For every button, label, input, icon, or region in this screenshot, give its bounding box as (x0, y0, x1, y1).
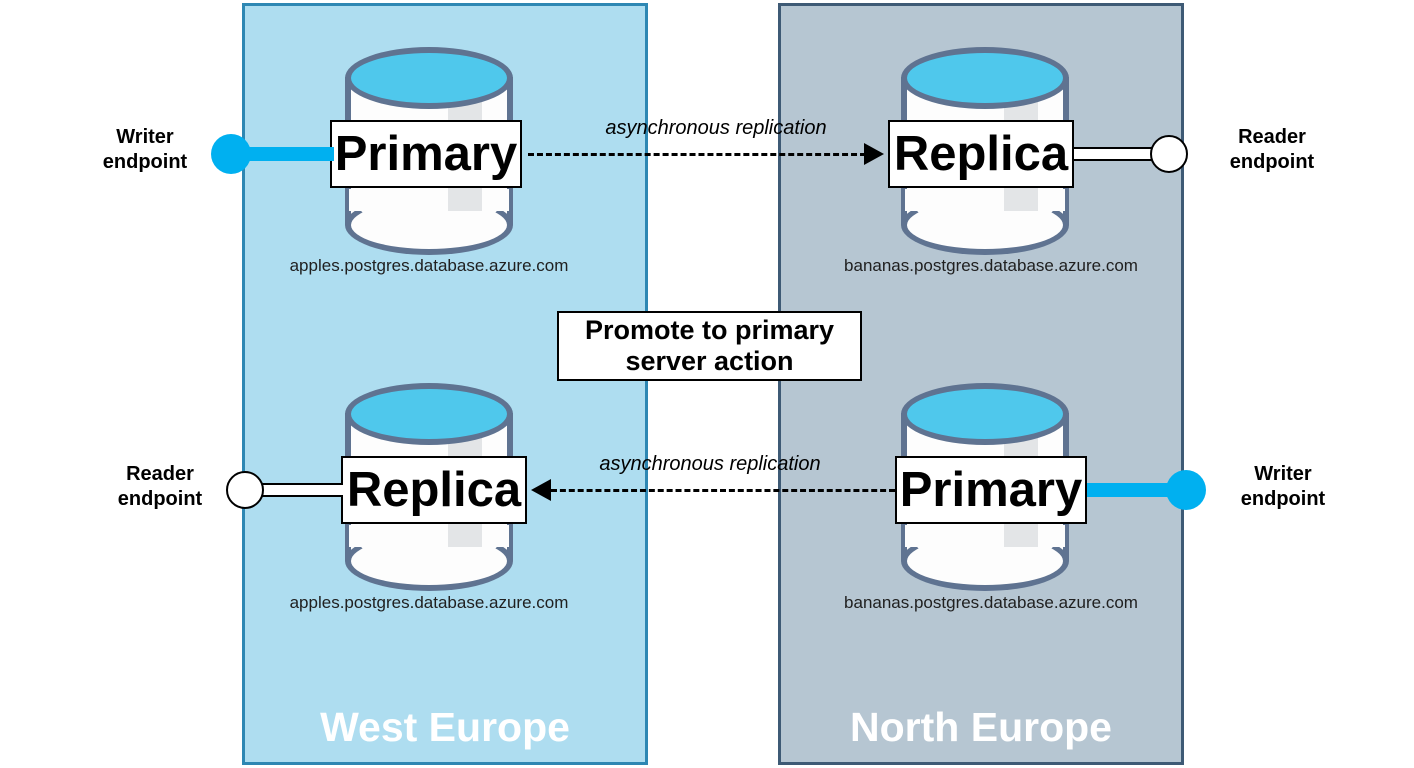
writer-endpoint-dot-north-bottom[interactable] (1166, 470, 1206, 510)
promote-action-line2: server action (625, 346, 794, 376)
role-box-west-bottom[interactable]: Replica (341, 456, 527, 524)
reader-endpoint-dot-west-bottom[interactable] (226, 471, 264, 509)
cylinder-bottom-cover (905, 525, 1065, 547)
promote-action-line1: Promote to primary (584, 314, 835, 345)
endpoint-label-line2: endpoint (102, 151, 188, 173)
endpoint-label-reader-north-top: Reader endpoint (1202, 125, 1342, 175)
endpoint-label-writer-west-top: Writer endpoint (80, 125, 210, 175)
cylinder-top-ellipse (345, 383, 513, 445)
cylinder-bottom-cover-shading (1004, 525, 1038, 547)
replication-label-bottom: asynchronous replication (599, 453, 821, 475)
cylinder-bottom-cover (349, 525, 509, 547)
cylinder-top-ellipse (901, 47, 1069, 109)
replication-arrowhead-left-icon (531, 479, 551, 501)
role-box-north-top[interactable]: Replica (888, 120, 1074, 188)
writer-connector-north-bottom (1087, 483, 1185, 497)
hostname-north-bottom: bananas.postgres.database.azure.com (844, 593, 1138, 612)
endpoint-label-line1: Writer (116, 126, 174, 148)
endpoint-label-reader-west-bottom: Reader endpoint (90, 462, 230, 512)
role-box-north-bottom[interactable]: Primary (895, 456, 1087, 524)
endpoint-label-line2: endpoint (117, 488, 203, 510)
promote-to-primary-action-box[interactable]: Promote to primary server action (557, 311, 862, 381)
cylinder-bottom-cover (905, 189, 1065, 211)
role-box-west-top[interactable]: Primary (330, 120, 522, 188)
region-label-north-europe: North Europe (850, 704, 1112, 750)
replication-arrowhead-right-icon (864, 143, 884, 165)
reader-endpoint-dot-north-top[interactable] (1150, 135, 1188, 173)
hostname-west-bottom: apples.postgres.database.azure.com (289, 593, 569, 612)
endpoint-label-line1: Reader (1238, 126, 1306, 148)
writer-endpoint-dot-west-top[interactable] (211, 134, 251, 174)
cylinder-top-ellipse (901, 383, 1069, 445)
database-cylinder-west-top (345, 47, 513, 255)
writer-connector-west-top (236, 147, 334, 161)
hostname-west-top: apples.postgres.database.azure.com (289, 256, 569, 275)
reader-connector-west-bottom (250, 483, 343, 497)
cylinder-bottom-cover (349, 189, 509, 211)
replication-line-bottom (551, 489, 895, 492)
endpoint-label-line2: endpoint (1240, 488, 1326, 510)
endpoint-label-line2: endpoint (1229, 151, 1315, 173)
cylinder-bottom-cover-shading (1004, 189, 1038, 211)
endpoint-label-line1: Reader (126, 463, 194, 485)
replication-line-top (528, 153, 866, 156)
endpoint-label-line1: Writer (1254, 463, 1312, 485)
replication-label-top: asynchronous replication (605, 117, 827, 139)
cylinder-top-ellipse (345, 47, 513, 109)
cylinder-bottom-cover-shading (448, 189, 482, 211)
cylinder-bottom-cover-shading (448, 525, 482, 547)
region-label-west-europe: West Europe (320, 704, 570, 750)
reader-connector-north-top (1074, 147, 1160, 161)
endpoint-label-writer-north-bottom: Writer endpoint (1218, 462, 1348, 512)
hostname-north-top: bananas.postgres.database.azure.com (844, 256, 1138, 275)
